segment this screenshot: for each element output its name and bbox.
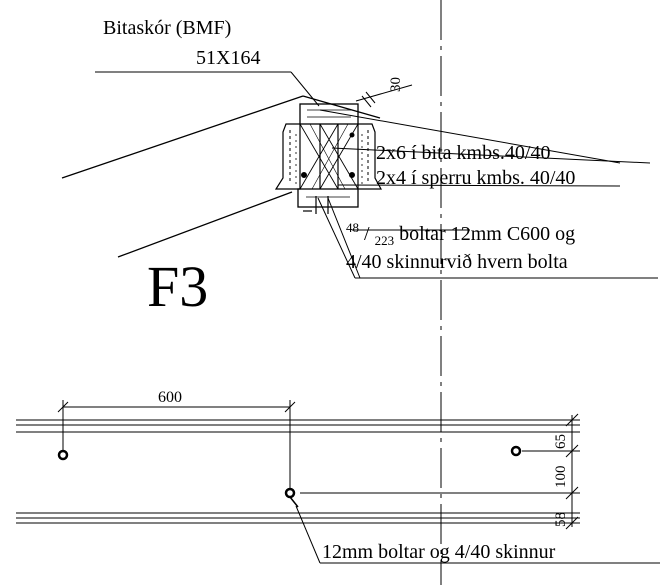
- slope-dimension: [355, 84, 413, 108]
- bolts-washer-label: 4/40 skinnurvið hvern bolta: [346, 251, 568, 273]
- edge-dimensions: [300, 413, 580, 530]
- bolts-subscript: 223: [375, 233, 395, 248]
- bolts-superscript: 48: [346, 220, 359, 235]
- dimension-600: 600: [158, 389, 182, 406]
- bolts-spec-label: 48 / 223 boltar 12mm C600 og: [346, 215, 575, 250]
- bolt-1: [57, 449, 69, 461]
- bolt-spacing-dimension: [57, 400, 296, 493]
- bolts-line1-rest: boltar 12mm C600 og: [399, 223, 575, 245]
- bolt-2: [284, 487, 296, 499]
- beam-nails-label: 2x6 í bita kmbs.40/40: [376, 142, 550, 164]
- member-lines: [16, 419, 580, 524]
- rafter-nails-label: 2x4 í sperru kmbs. 40/40: [376, 167, 575, 189]
- detail-id-label: F3: [147, 254, 208, 319]
- dimension-30: 30: [388, 77, 404, 92]
- callout-leaders: [95, 71, 658, 279]
- hanger-title-label: Bitaskór (BMF): [103, 17, 231, 39]
- dimension-58: 58: [553, 512, 569, 527]
- fraction-slash: /: [364, 223, 370, 245]
- dimension-65: 65: [553, 434, 569, 449]
- bolt-markers: [57, 445, 522, 508]
- bottom-note-leader: [295, 505, 660, 564]
- dimension-100: 100: [553, 466, 569, 489]
- hanger-size-label: 51X164: [196, 47, 260, 69]
- bottom-note-label: 12mm boltar og 4/40 skinnur: [322, 541, 556, 563]
- roof-slope-lines: [61, 95, 381, 258]
- beam-hanger-detail: [274, 103, 383, 214]
- bolt-3: [510, 445, 522, 457]
